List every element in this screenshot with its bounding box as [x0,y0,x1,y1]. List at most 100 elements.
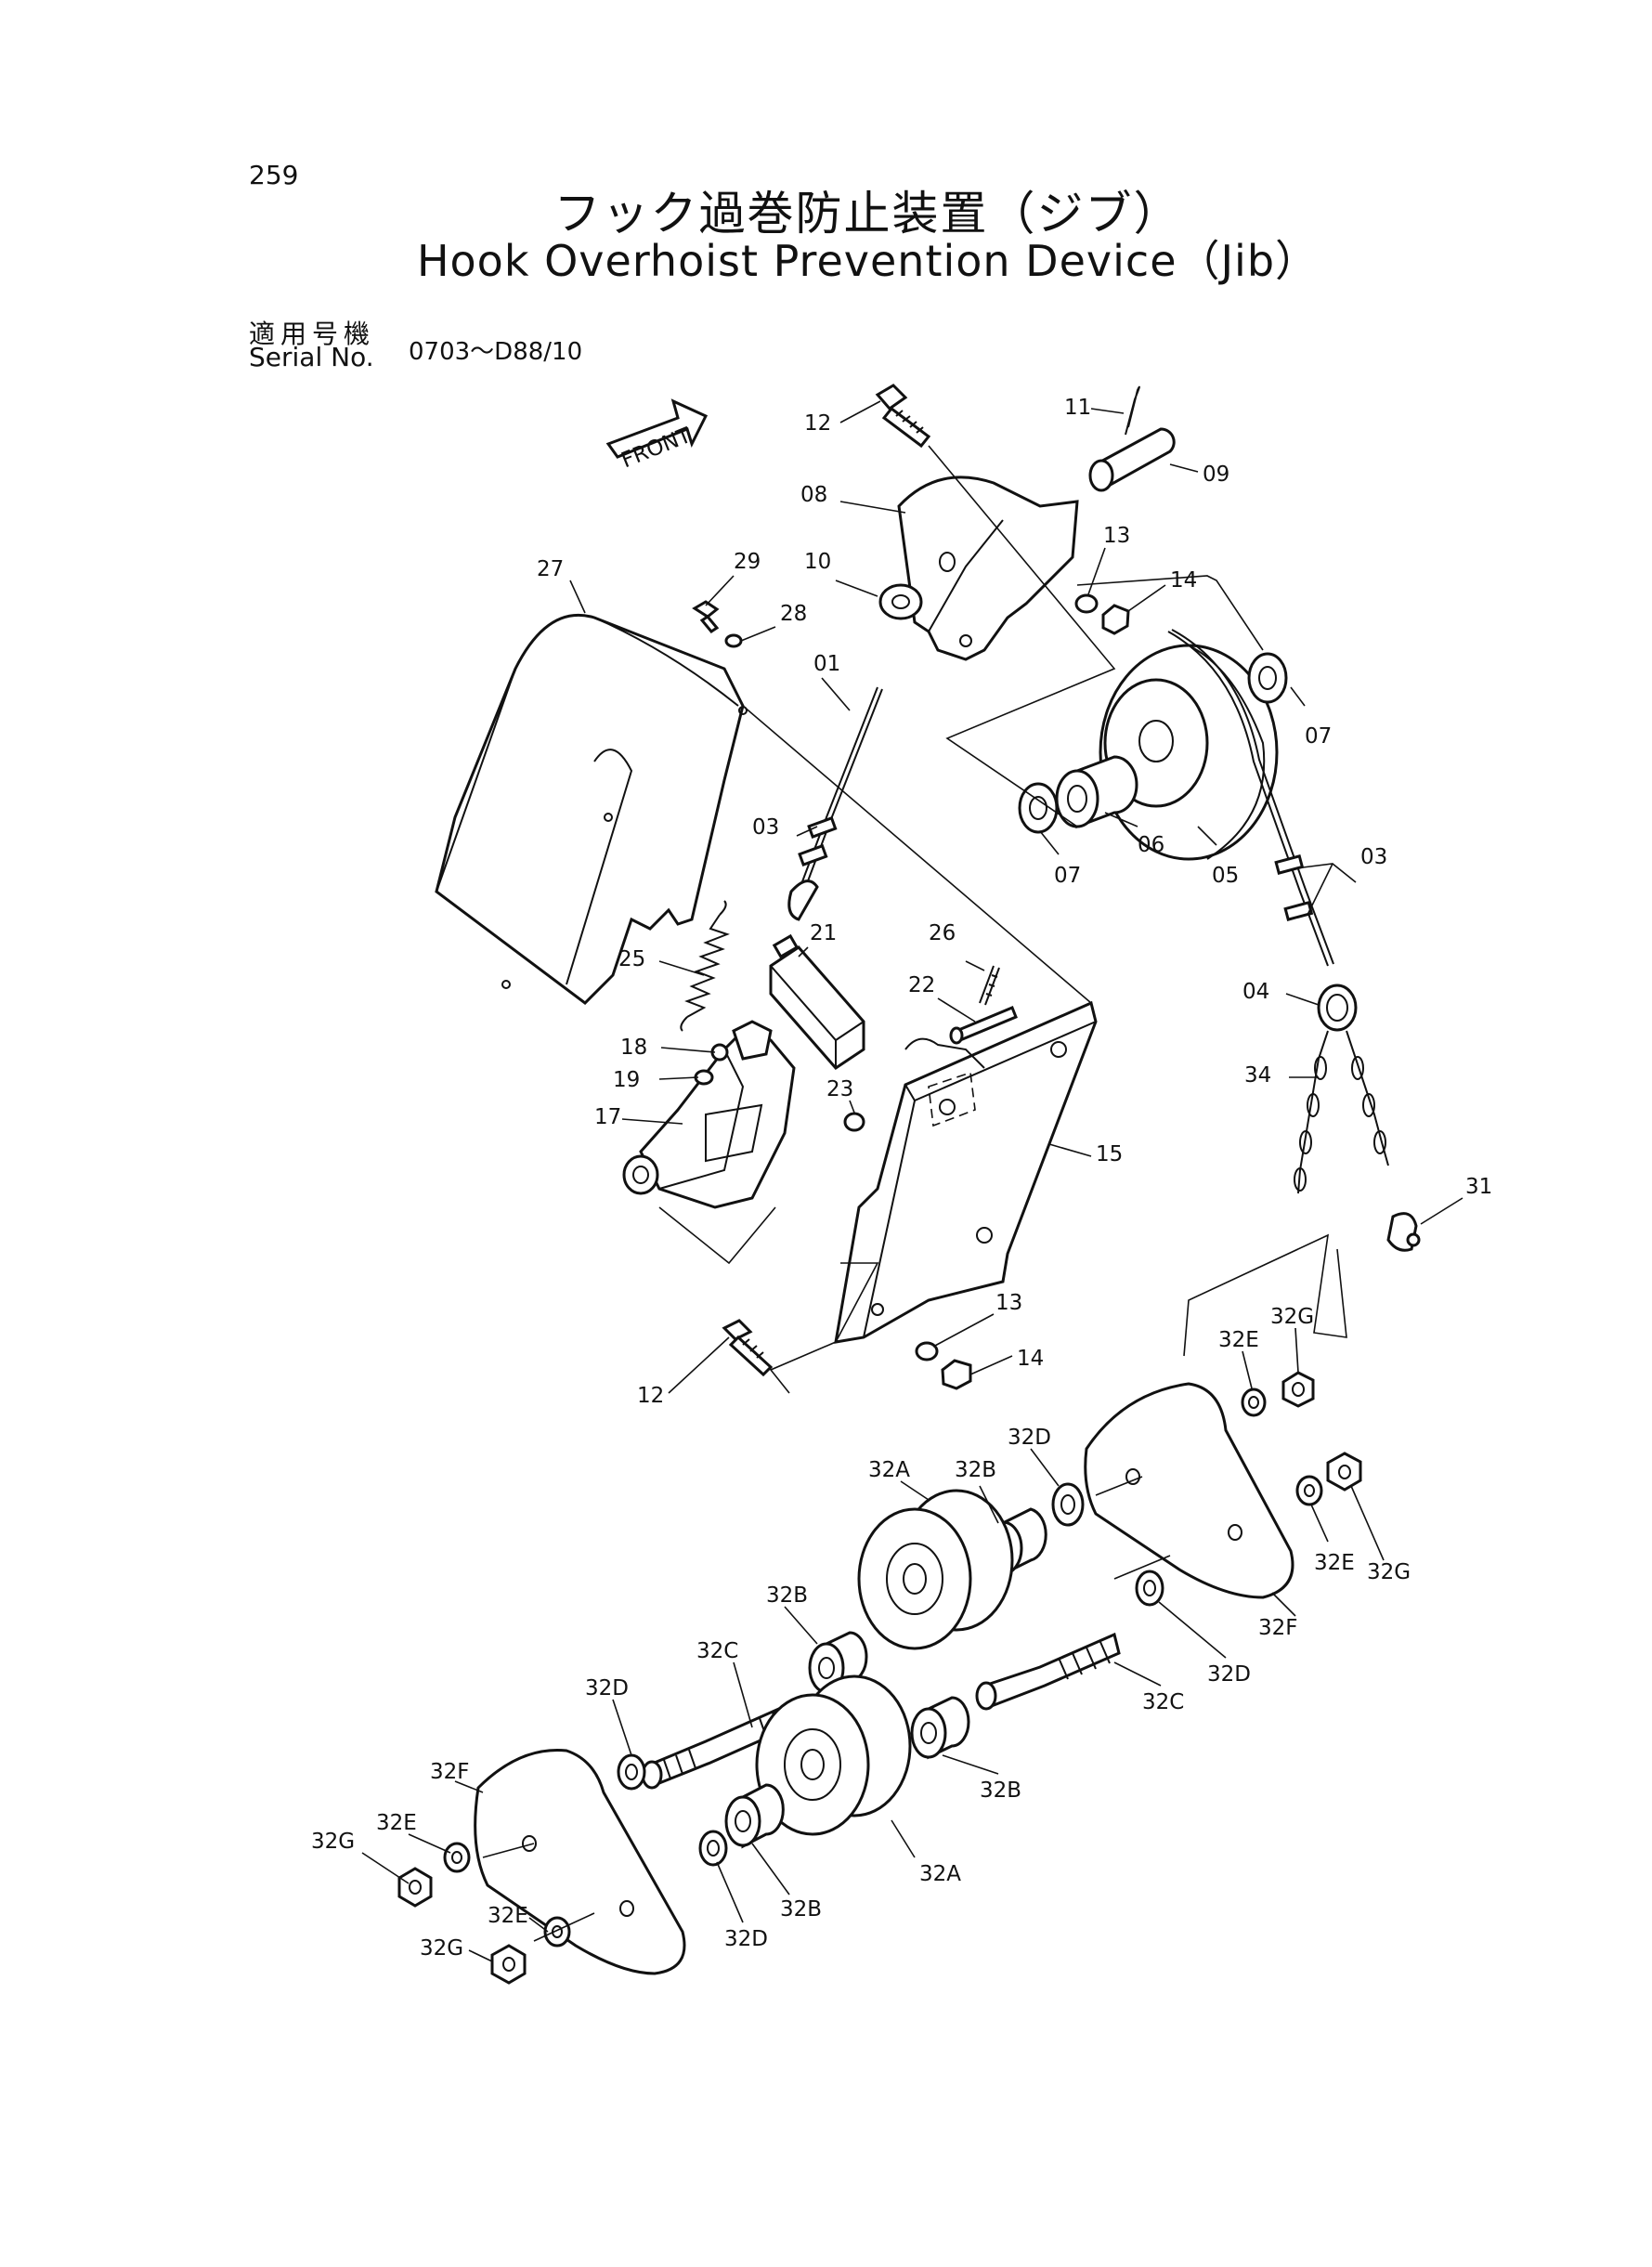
part-label: 27 [537,557,564,581]
part-label: 32G [420,1936,463,1961]
washer-32d-upper [1051,1482,1085,1527]
nut-32g-right [1326,1452,1362,1492]
serial-range: 0703～D88/10 [409,338,583,366]
part-label: 07 [1305,724,1332,749]
bracket-08 [897,476,1079,661]
washer-10 [878,583,923,620]
washer-13-lower [915,1341,939,1362]
part-label: 32A [919,1862,961,1886]
part-label: 14 [1170,568,1197,593]
washer-23 [843,1112,865,1132]
plate-32f-right [1084,1382,1294,1599]
washer-07-lower [1018,782,1059,834]
part-label: 32G [311,1830,355,1854]
pin-09 [1088,427,1176,492]
part-label: 03 [1360,845,1387,869]
washer-32e-left-lower [543,1916,571,1948]
spring-25 [680,900,730,1032]
switch-block-21 [769,933,865,1070]
cotter-pin-11 [1125,385,1140,436]
nut-14-lower [941,1359,972,1390]
part-label: 32E [1314,1551,1355,1575]
washer-32d-left [617,1753,646,1791]
part-label: 13 [995,1291,1022,1315]
screw-29 [692,600,720,633]
part-label: 22 [908,973,935,997]
nut-32g-left-lower [490,1944,527,1985]
part-label: 14 [1017,1347,1044,1371]
part-label: 04 [1242,980,1269,1004]
bolt-12-top [875,384,931,449]
part-label: 32G [1270,1305,1314,1329]
part-label: 23 [826,1077,853,1101]
part-label: 17 [594,1105,621,1129]
washer-13-top [1074,593,1099,614]
part-label: 18 [620,1036,647,1060]
washer-32d-lower [698,1830,728,1867]
washer-32e-right [1295,1475,1323,1506]
part-label: 32E [488,1904,528,1928]
front-arrow: FRONT [605,398,709,473]
part-label: 10 [804,550,831,574]
sheave-32a-lower [755,1674,912,1836]
part-label: 19 [613,1068,640,1092]
part-label: 32C [696,1639,738,1663]
part-label: 13 [1103,524,1130,548]
part-label: 32C [1142,1690,1184,1714]
nut-32g-left-upper [397,1867,433,1908]
washer-32e-upper-right [1241,1388,1267,1417]
part-label: 32D [1207,1662,1251,1687]
part-label: 32B [780,1897,822,1922]
serial-label-japanese: 適用号機 [249,319,376,349]
part-label: 29 [734,550,761,574]
part-label: 01 [813,652,840,676]
part-label: 32G [1367,1560,1411,1584]
limit-switch-17 [622,1020,796,1209]
wire-clamp-03-right [1274,853,1314,921]
washer-32d-mid-right [1135,1570,1164,1607]
part-label: 32B [980,1778,1021,1803]
nut-32g-upper-right [1281,1371,1315,1408]
washer-32e-left-upper [443,1842,471,1873]
part-label: 06 [1138,833,1164,857]
leader-lines [361,400,1463,1962]
chain-34 [1294,1030,1389,1194]
washer-28 [724,633,743,648]
part-label: 11 [1064,396,1091,420]
assembly-lines [482,445,1347,1942]
shaft-32c-right [975,1632,1121,1711]
part-labels: 12 11 09 08 13 14 10 27 29 28 01 07 07 0… [311,396,1492,1961]
bushing-06 [1055,755,1138,829]
plate-15 [834,1000,1098,1344]
part-label: 21 [810,921,837,945]
bushing-32b-lower-right [910,1696,970,1760]
part-label: 09 [1203,463,1229,487]
part-label: 32B [955,1458,996,1482]
part-label: 32B [766,1583,808,1608]
page-title-japanese: フック過巻防止装置（ジブ） [553,187,1182,241]
part-label: 32D [724,1927,768,1951]
bushing-32b-lower [724,1783,785,1849]
wire-rope-right [1167,629,1334,967]
plate-32f-left [474,1749,686,1975]
part-label: 32E [376,1811,417,1835]
part-label: 12 [637,1384,664,1408]
sheave-32a-upper [857,1489,1014,1650]
serial-label-english: Serial No. [249,342,374,372]
part-label: 32D [585,1676,629,1700]
washer-07-upper [1247,652,1288,704]
part-label: 25 [618,947,645,971]
spring-pin-26 [979,965,1000,1006]
cover-27 [435,613,748,1005]
page-number: 259 [249,160,299,190]
part-label: 34 [1244,1063,1271,1088]
ring-04 [1317,984,1358,1032]
page-title-english: Hook Overhoist Prevention Device（Jib） [416,236,1320,286]
wire-clamp-03-left [787,815,838,921]
part-label: 32F [430,1760,470,1784]
part-label: 12 [804,411,831,436]
part-label: 28 [780,602,807,626]
part-label: 08 [800,483,827,507]
pin-22 [949,1006,1018,1045]
